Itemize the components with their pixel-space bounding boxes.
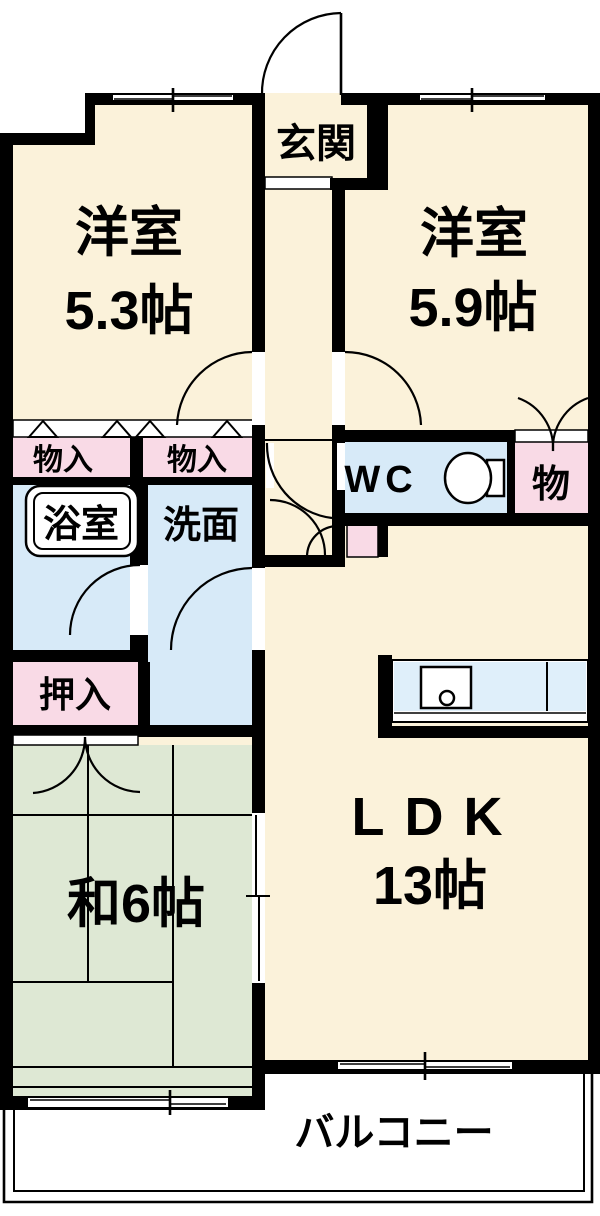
bathtub-icon <box>24 484 140 558</box>
wall-right <box>588 93 600 1074</box>
futon-closet-track <box>12 734 139 746</box>
tatami-grid <box>13 745 252 1088</box>
western-room-2-label: 洋室 <box>420 204 528 264</box>
folding-door-marker-1 <box>26 419 60 438</box>
doorway-toilet <box>337 443 345 490</box>
entrance-step <box>264 176 333 190</box>
wall-toilet-storage-divider <box>507 442 515 517</box>
vestibule-door-arc <box>265 442 333 520</box>
bathtub-inner-icon <box>33 492 131 550</box>
toilet-door-arc-small <box>305 524 339 558</box>
futon-closet-floor <box>13 662 138 725</box>
futon-closet-door-arc-right <box>83 736 141 794</box>
closet-2-label: 物入 <box>167 444 227 477</box>
exterior-notch <box>0 93 85 133</box>
toilet-bowl-icon <box>443 451 493 505</box>
western-room-2-size: 5.9帖 <box>408 278 537 338</box>
doorway-bathroom <box>130 565 148 635</box>
balcony-label: バルコニー <box>294 1111 493 1155</box>
bathroom-label: 浴室 <box>43 503 119 546</box>
closet-1-label: 物入 <box>33 444 93 477</box>
kitchen-faucet-icon <box>438 689 456 707</box>
washroom-label: 洗面 <box>163 505 239 547</box>
wall-notch-vertical <box>85 93 95 138</box>
storage-floor <box>515 442 588 517</box>
wall-washroom-bottom <box>138 725 264 737</box>
toilet-label: WC <box>344 459 417 501</box>
futon-closet-label: 押入 <box>39 674 111 715</box>
balcony-floor <box>0 1074 600 1216</box>
toilet-door-arc <box>269 498 327 556</box>
window-top-right <box>420 95 545 100</box>
wall-toilet-top <box>332 430 515 442</box>
wall-vestibule-bottom <box>252 555 345 567</box>
closet-1-floor <box>13 437 130 477</box>
entrance-door-opening <box>263 93 341 105</box>
wall-entrance-bottom <box>330 178 388 190</box>
ldk-label: LDK <box>352 787 523 847</box>
storage-label: 物 <box>532 464 570 506</box>
entrance-label: 玄関 <box>276 122 356 166</box>
wall-entrance-right <box>367 93 388 190</box>
wall-closet-divider <box>130 437 143 477</box>
storage-door-arc-right <box>551 396 589 452</box>
doorway-western-room-1 <box>252 352 265 425</box>
wall-kitchen-stub <box>378 655 392 738</box>
doorway-washroom <box>252 568 265 650</box>
wall-futon-closet-bottom <box>13 725 138 735</box>
wall-storage-stub <box>378 525 388 557</box>
wall-left <box>0 133 13 1110</box>
doorway-western-room-2 <box>332 352 345 425</box>
window-japanese-balcony <box>28 1098 228 1107</box>
wall-futon-closet-right <box>138 662 150 737</box>
wall-bath-bottom <box>13 650 148 662</box>
ldk-size-label: 13帖 <box>373 856 487 916</box>
folding-door-marker-2 <box>100 419 134 438</box>
japanese-room-floor <box>13 745 252 1096</box>
wall-kitchen-base <box>378 726 600 738</box>
western-room-1-door-arc <box>175 350 253 426</box>
japanese-room-label: 和6帖 <box>67 874 205 934</box>
folding-door-marker-4 <box>210 419 244 438</box>
western-room-2-door-arc <box>344 350 423 426</box>
entrance-door-arc <box>260 11 342 96</box>
futon-closet-door-arc-left <box>32 736 87 795</box>
wall-closet-bottom <box>13 477 253 485</box>
balcony-rail-inner <box>13 1072 585 1192</box>
washroom-floor <box>148 485 253 728</box>
folding-door-marker-3 <box>133 419 167 438</box>
wall-toilet-bottom <box>332 513 600 526</box>
western-room-1-label: 洋室 <box>75 203 183 263</box>
wall-notch-horizontal <box>0 133 95 145</box>
western-room-1-size: 5.3帖 <box>64 281 193 341</box>
balcony-rail-outer <box>2 1072 594 1204</box>
washroom-door-arc <box>169 566 253 651</box>
closet-2-floor <box>143 437 253 477</box>
bathroom-door-arc <box>68 563 141 636</box>
hall-storage-box <box>346 524 379 558</box>
